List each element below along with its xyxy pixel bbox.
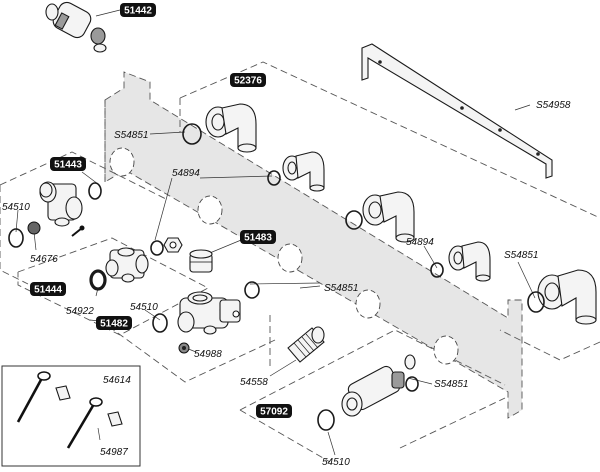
- gasket-54510-b: [152, 313, 168, 333]
- gasket-54922: [89, 269, 107, 291]
- label-51482: 51482: [96, 316, 132, 330]
- panel-holes: [109, 147, 459, 365]
- label-54676: 54676: [30, 254, 58, 265]
- svg-text:51442: 51442: [124, 6, 152, 17]
- label-52376: 52376: [230, 73, 266, 87]
- label-54510-a: 54510: [2, 202, 30, 213]
- label-s54851-c: S54851: [324, 283, 358, 294]
- label-54894-b: 54894: [406, 237, 434, 248]
- label-54988: 54988: [194, 349, 222, 360]
- label-54614: 54614: [103, 375, 131, 386]
- valve-57092-part: [341, 354, 416, 417]
- left-dashed-outline: [0, 151, 276, 383]
- label-54894-a: 54894: [172, 168, 200, 179]
- label-54987: 54987: [100, 447, 128, 458]
- elbow-fitting-3-part: [362, 191, 415, 243]
- lower-dashed-outline: [239, 329, 506, 463]
- elbow-fitting-2-part: [282, 151, 325, 192]
- svg-text:52376: 52376: [234, 76, 262, 87]
- gasket-54851-a: [182, 123, 202, 145]
- mounting-bracket-part: [361, 43, 553, 179]
- label-51483: 51483: [240, 230, 276, 244]
- gasket-54851-d: [405, 376, 419, 392]
- upper-dashed-outline: [179, 61, 600, 361]
- screw-part: [71, 225, 85, 237]
- screw-54988-part: [178, 342, 190, 354]
- valve-51443-part: [39, 181, 83, 227]
- svg-text:51483: 51483: [244, 233, 272, 244]
- threaded-pipe-54558-part: [287, 326, 325, 363]
- key-tool-54987-part: [66, 397, 123, 449]
- label-54510-c: 54510: [322, 457, 350, 468]
- gasket-54510-a: [8, 228, 24, 248]
- label-51442: 51442: [120, 3, 156, 17]
- label-51443: 51443: [50, 157, 86, 171]
- label-51444: 51444: [30, 282, 66, 296]
- label-54922: 54922: [66, 306, 94, 317]
- label-s54851-a: S54851: [114, 130, 148, 141]
- elbow-fitting-4-part: [448, 241, 491, 282]
- key-tool-54614-part: [16, 371, 71, 423]
- gasket-54894-b: [430, 262, 444, 278]
- gasket-51483: [244, 281, 260, 299]
- gasket-51444-right: [150, 240, 164, 256]
- valve-51444-part: [105, 247, 149, 283]
- gasket-54851-b: [345, 210, 363, 230]
- gasket-54851-c: [527, 291, 545, 313]
- valve-51442-part: [45, 1, 107, 53]
- svg-text:51443: 51443: [54, 160, 82, 171]
- gasket-54894-a: [267, 170, 281, 186]
- label-57092: 57092: [256, 404, 292, 418]
- svg-text:51482: 51482: [100, 319, 128, 330]
- connector-51483-part: [189, 249, 213, 273]
- elbow-fitting-1-part: [205, 103, 257, 153]
- label-s54851-d: S54851: [434, 379, 468, 390]
- label-54558: 54558: [240, 377, 268, 388]
- label-54510-b: 54510: [130, 302, 158, 313]
- inset-box: [1, 365, 141, 467]
- label-s54958: S54958: [536, 100, 571, 111]
- elbow-fitting-5-part: [537, 269, 597, 325]
- strainer-54676: [27, 221, 41, 235]
- gasket-51443-right: [88, 182, 102, 200]
- gasket-54510-c: [317, 409, 335, 431]
- svg-text:51444: 51444: [34, 285, 62, 296]
- label-s54851-b: S54851: [504, 250, 538, 261]
- svg-text:57092: 57092: [260, 407, 288, 418]
- valve-51482-part: [177, 291, 241, 335]
- nut-part: [163, 237, 183, 253]
